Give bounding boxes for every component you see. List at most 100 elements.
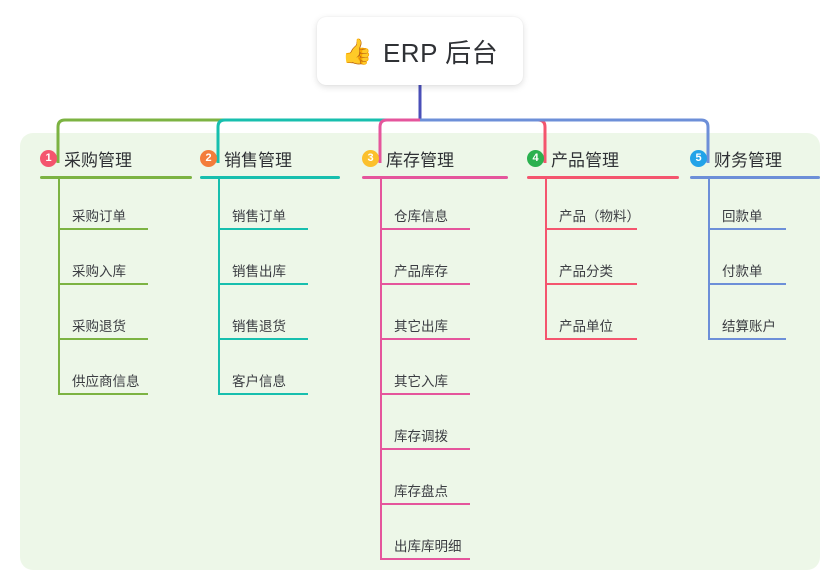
branch-item[interactable]: 回款单 <box>690 179 820 234</box>
branch-item-label: 采购入库 <box>72 264 126 279</box>
root-node-label: ERP 后台 <box>382 37 499 68</box>
branch-item-label: 销售出库 <box>232 264 286 279</box>
branch-item[interactable]: 销售退货 <box>200 289 340 344</box>
branch-item-label: 产品库存 <box>394 264 448 279</box>
root-node-erp-backend[interactable]: 👍 ERP 后台 <box>317 17 523 85</box>
branch-column-财务管理: 5 财务管理回款单付款单结算账户 <box>690 145 820 344</box>
branch-item[interactable]: 产品分类 <box>527 234 679 289</box>
branch-spine <box>380 179 382 560</box>
branch-spine <box>58 179 60 395</box>
branch-item-rule <box>380 228 470 230</box>
branch-item-rule <box>380 283 470 285</box>
branch-item-rule <box>58 393 148 395</box>
branch-item-label: 产品（物料） <box>559 209 640 224</box>
branch-item-rule <box>218 338 308 340</box>
branch-item-rule <box>218 228 308 230</box>
branch-spine <box>708 179 710 340</box>
branch-item-label: 销售退货 <box>232 319 286 334</box>
branch-item-label: 出库库明细 <box>394 539 462 554</box>
branch-header-库存管理[interactable]: 3 库存管理 <box>362 145 508 171</box>
branch-item-label: 结算账户 <box>722 319 776 334</box>
branch-number-badge: 1 <box>40 149 57 167</box>
branch-title: 销售管理 <box>224 150 292 170</box>
branch-column-采购管理: 1 采购管理采购订单采购入库采购退货供应商信息 <box>40 145 192 399</box>
branch-header-rule <box>690 176 820 179</box>
branch-item-label: 销售订单 <box>232 209 286 224</box>
branch-item-rule <box>218 393 308 395</box>
branch-item[interactable]: 出库库明细 <box>362 509 508 564</box>
branch-item-label: 库存盘点 <box>394 484 448 499</box>
branch-spine <box>545 179 547 340</box>
branch-item-label: 其它出库 <box>394 319 448 334</box>
diagram-background-panel <box>20 133 820 570</box>
branch-header-销售管理[interactable]: 2 销售管理 <box>200 145 340 171</box>
branch-item[interactable]: 销售订单 <box>200 179 340 234</box>
branch-title: 库存管理 <box>386 150 454 170</box>
branch-item-rule <box>58 338 148 340</box>
branch-header-产品管理[interactable]: 4 产品管理 <box>527 145 679 171</box>
branch-item-rule <box>380 503 470 505</box>
branch-item-rule <box>545 228 637 230</box>
branch-item-label: 回款单 <box>722 209 763 224</box>
branch-number-badge: 4 <box>527 149 544 167</box>
branch-header-财务管理[interactable]: 5 财务管理 <box>690 145 820 171</box>
branch-item[interactable]: 仓库信息 <box>362 179 508 234</box>
branch-item-label: 其它入库 <box>394 374 448 389</box>
branch-item[interactable]: 其它入库 <box>362 344 508 399</box>
branch-item[interactable]: 销售出库 <box>200 234 340 289</box>
branch-title: 采购管理 <box>64 150 132 170</box>
branch-item-label: 客户信息 <box>232 374 286 389</box>
branch-header-采购管理[interactable]: 1 采购管理 <box>40 145 192 171</box>
branch-item-rule <box>545 283 637 285</box>
branch-item-list: 仓库信息产品库存其它出库其它入库库存调拨库存盘点出库库明细 <box>362 179 508 564</box>
branch-item-label: 采购订单 <box>72 209 126 224</box>
branch-item[interactable]: 产品单位 <box>527 289 679 344</box>
branch-item[interactable]: 结算账户 <box>690 289 820 344</box>
branch-header-rule <box>362 176 508 179</box>
branch-item-rule <box>218 283 308 285</box>
branch-column-库存管理: 3 库存管理仓库信息产品库存其它出库其它入库库存调拨库存盘点出库库明细 <box>362 145 508 564</box>
branch-column-销售管理: 2 销售管理销售订单销售出库销售退货客户信息 <box>200 145 340 399</box>
branch-title: 财务管理 <box>714 150 782 170</box>
branch-item[interactable]: 库存调拨 <box>362 399 508 454</box>
branch-item-list: 产品（物料） 产品分类产品单位 <box>527 179 679 344</box>
branch-header-rule <box>200 176 340 179</box>
branch-item-label: 库存调拨 <box>394 429 448 444</box>
branch-header-rule <box>40 176 192 179</box>
branch-item[interactable]: 付款单 <box>690 234 820 289</box>
branch-item[interactable]: 客户信息 <box>200 344 340 399</box>
branch-item[interactable]: 库存盘点 <box>362 454 508 509</box>
branch-item-list: 采购订单采购入库采购退货供应商信息 <box>40 179 192 399</box>
branch-item-label: 仓库信息 <box>394 209 448 224</box>
branch-item-rule <box>58 283 148 285</box>
branch-item-rule <box>380 558 470 560</box>
branch-column-产品管理: 4 产品管理产品（物料） 产品分类产品单位 <box>527 145 679 344</box>
branch-title: 产品管理 <box>551 150 619 170</box>
branch-number-badge: 3 <box>362 149 379 167</box>
branch-item[interactable]: 采购入库 <box>40 234 192 289</box>
branch-item-rule <box>708 338 786 340</box>
branch-item-label: 供应商信息 <box>72 374 140 389</box>
branch-item-label: 采购退货 <box>72 319 126 334</box>
branch-item[interactable]: 产品（物料） <box>527 179 679 234</box>
branch-header-rule <box>527 176 679 179</box>
branch-item-label: 产品分类 <box>559 264 613 279</box>
branch-item-rule <box>380 393 470 395</box>
branch-number-badge: 2 <box>200 149 217 167</box>
thumbs-up-icon: 👍 <box>341 37 373 66</box>
branch-item[interactable]: 其它出库 <box>362 289 508 344</box>
branch-item-list: 销售订单销售出库销售退货客户信息 <box>200 179 340 399</box>
branch-item-rule <box>58 228 148 230</box>
branch-item-rule <box>708 228 786 230</box>
branch-item[interactable]: 采购退货 <box>40 289 192 344</box>
branch-spine <box>218 179 220 395</box>
branch-item-rule <box>380 448 470 450</box>
branch-item-rule <box>545 338 637 340</box>
branch-item-label: 产品单位 <box>559 319 613 334</box>
branch-item[interactable]: 产品库存 <box>362 234 508 289</box>
branch-item[interactable]: 供应商信息 <box>40 344 192 399</box>
branch-item-label: 付款单 <box>722 264 763 279</box>
branch-number-badge: 5 <box>690 149 707 167</box>
branch-item[interactable]: 采购订单 <box>40 179 192 234</box>
